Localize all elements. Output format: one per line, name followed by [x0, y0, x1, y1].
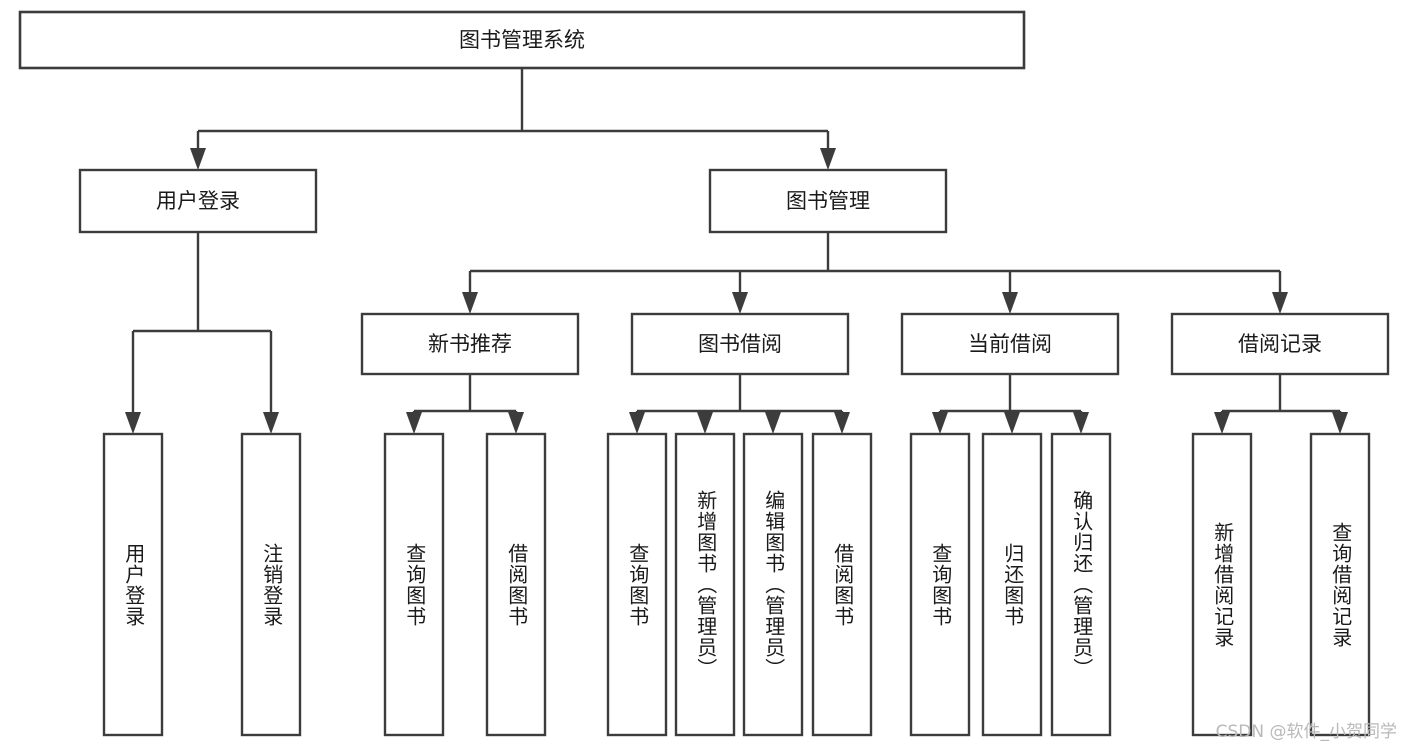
leaf-node-3[interactable]	[485, 432, 547, 737]
leaf-node-5-rect[interactable]	[674, 432, 736, 737]
leaf-node-11[interactable]	[1191, 432, 1253, 737]
leaf-node-10[interactable]	[1050, 432, 1112, 737]
leaf-node-9-rect[interactable]	[981, 432, 1043, 737]
leaf-node-0-rect[interactable]	[102, 432, 164, 737]
arrow-head-icon-leaf-1-0	[406, 412, 422, 434]
root-node[interactable]	[18, 10, 1026, 70]
level2-node-0-label: 新书推荐	[428, 332, 512, 356]
level2-node-0-rect[interactable]	[360, 312, 580, 376]
watermark: CSDN @软件_小贺同学	[1215, 722, 1397, 742]
level1-node-1[interactable]	[708, 168, 948, 234]
arrow-head-icon-level2-2	[1002, 292, 1018, 314]
arrow-head-icon-level2-1	[732, 292, 748, 314]
arrow-head-icon-leaf-2-3	[834, 412, 850, 434]
leaf-node-11-rect[interactable]	[1191, 432, 1253, 737]
edges-layer	[125, 68, 1348, 434]
level2-node-2-rect[interactable]	[900, 312, 1120, 376]
level2-node-2-label: 当前借阅	[968, 332, 1052, 356]
leaf-node-6-rect[interactable]	[742, 432, 804, 737]
level2-node-1-label: 图书借阅	[698, 332, 782, 356]
arrow-head-icon-leaf-4-1	[1332, 412, 1348, 434]
arrow-head-icon-leaf-3-1	[1004, 412, 1020, 434]
arrow-head-icon-leaf-0-1	[263, 412, 279, 434]
level1-node-0-label: 用户登录	[156, 189, 240, 213]
level1-node-1-rect[interactable]	[708, 168, 948, 234]
arrow-head-icon-level1-0	[190, 148, 206, 170]
root-node-label: 图书管理系统	[459, 28, 585, 52]
level2-node-3-rect[interactable]	[1170, 312, 1390, 376]
arrow-head-icon-leaf-0-0	[125, 412, 141, 434]
arrow-head-icon-leaf-3-2	[1073, 412, 1089, 434]
level2-node-3[interactable]	[1170, 312, 1390, 376]
arrow-head-icon-leaf-2-1	[697, 412, 713, 434]
arrow-head-icon-level2-0	[462, 292, 478, 314]
arrow-head-icon-leaf-4-0	[1214, 412, 1230, 434]
arrow-head-icon-leaf-1-1	[508, 412, 524, 434]
arrow-head-icon-leaf-2-0	[629, 412, 645, 434]
level2-node-1-rect[interactable]	[630, 312, 850, 376]
leaf-node-3-rect[interactable]	[485, 432, 547, 737]
leaf-node-2-rect[interactable]	[383, 432, 445, 737]
leaf-node-9[interactable]	[981, 432, 1043, 737]
leaf-node-1[interactable]	[240, 432, 302, 737]
level2-node-0[interactable]	[360, 312, 580, 376]
leaf-node-12[interactable]	[1309, 432, 1371, 737]
arrow-head-icon-leaf-3-0	[932, 412, 948, 434]
leaf-node-8[interactable]	[909, 432, 971, 737]
leaf-node-10-rect[interactable]	[1050, 432, 1112, 737]
leaf-node-8-rect[interactable]	[909, 432, 971, 737]
leaf-node-4-rect[interactable]	[606, 432, 668, 737]
arrow-head-icon-level1-1	[820, 148, 836, 170]
level2-node-3-label: 借阅记录	[1238, 332, 1322, 356]
boxes-layer	[18, 10, 1390, 737]
leaf-node-0[interactable]	[102, 432, 164, 737]
root-node-rect[interactable]	[18, 10, 1026, 70]
level2-node-1[interactable]	[630, 312, 850, 376]
leaf-node-4[interactable]	[606, 432, 668, 737]
arrow-head-icon-level2-3	[1272, 292, 1288, 314]
leaf-node-5[interactable]	[674, 432, 736, 737]
leaf-node-1-rect[interactable]	[240, 432, 302, 737]
level2-node-2[interactable]	[900, 312, 1120, 376]
leaf-node-7[interactable]	[811, 432, 873, 737]
arrow-head-icon-leaf-2-2	[765, 412, 781, 434]
leaf-node-7-rect[interactable]	[811, 432, 873, 737]
level1-node-0[interactable]	[78, 168, 318, 234]
leaf-node-12-rect[interactable]	[1309, 432, 1371, 737]
level1-node-0-rect[interactable]	[78, 168, 318, 234]
leaf-node-6[interactable]	[742, 432, 804, 737]
leaf-node-2[interactable]	[383, 432, 445, 737]
level1-node-1-label: 图书管理	[786, 189, 870, 213]
